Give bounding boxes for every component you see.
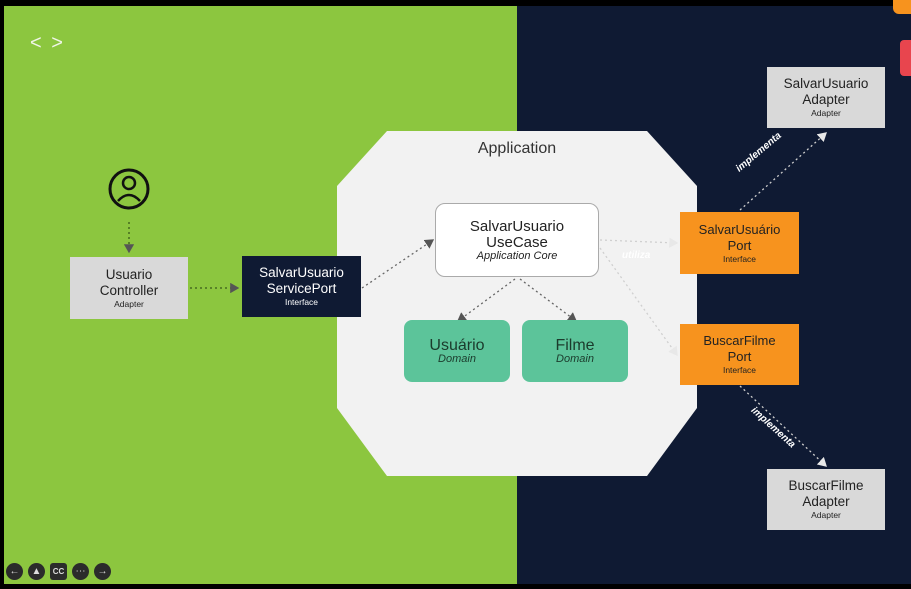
salvar-port-title-1: SalvarUsuário: [698, 221, 781, 237]
arrow-buscarport-to-adapter: [739, 385, 827, 467]
salvar-port-subtitle: Interface: [722, 253, 757, 264]
arrow-salvarport-to-adapter: [739, 132, 827, 211]
label-utiliza: utiliza: [622, 250, 651, 261]
buscar-port-title-2: Port: [727, 349, 752, 364]
buscar-port-box: BuscarFilme Port Interface: [680, 324, 799, 385]
forward-icon[interactable]: →: [94, 563, 111, 580]
buscar-adapter-title-2: Adapter: [802, 494, 850, 509]
buscar-port-subtitle: Interface: [722, 365, 757, 375]
back-icon[interactable]: ←: [6, 563, 23, 580]
salvar-adapter-title-2: Adapter: [802, 92, 850, 107]
more-icon[interactable]: ⋯: [72, 563, 89, 580]
salvar-adapter-title-1: SalvarUsuario: [783, 76, 869, 91]
usuario-domain-title: Usuário: [429, 336, 485, 354]
salvar-adapter-box: SalvarUsuario Adapter Adapter: [767, 67, 885, 128]
salvar-port-box: SalvarUsuário Port Interface: [680, 212, 799, 274]
filme-domain-box: Filme Domain: [522, 320, 628, 382]
decorative-orange-shape: [893, 0, 911, 14]
pointer-icon[interactable]: ▲: [28, 563, 45, 580]
filme-domain-subtitle: Domain: [556, 352, 594, 365]
usuario-domain-subtitle: Domain: [438, 352, 476, 365]
user-icon: [108, 168, 150, 210]
use-case-title-1: SalvarUsuario: [469, 217, 565, 235]
buscar-adapter-title-1: BuscarFilme: [788, 478, 864, 493]
buscar-adapter-subtitle: Adapter: [811, 510, 841, 520]
buscar-adapter-box: BuscarFilme Adapter Adapter: [767, 469, 885, 530]
arrow-serviceport-to-usecase: [361, 239, 435, 289]
buscar-port-title-1: BuscarFilme: [703, 333, 776, 348]
application-label: Application: [477, 140, 557, 157]
service-port-box: SalvarUsuario ServicePort Interface: [242, 256, 361, 317]
decorative-red-shape: [900, 40, 911, 76]
usuario-controller-title-2: Controller: [99, 282, 159, 298]
arrow-usecase-to-buscarport: [599, 247, 678, 357]
use-case-box: SalvarUsuario UseCase Application Core: [435, 203, 599, 277]
salvar-port-title-2: Port: [727, 237, 752, 253]
arrow-usecase-to-filme: [519, 278, 578, 322]
service-port-subtitle: Interface: [284, 297, 319, 307]
filme-domain-title: Filme: [555, 336, 595, 354]
service-port-title-1: SalvarUsuario: [259, 265, 344, 280]
usuario-domain-box: Usuário Domain: [404, 320, 510, 382]
salvar-adapter-subtitle: Adapter: [811, 108, 841, 118]
service-port-title-2: ServicePort: [266, 281, 337, 296]
captions-icon[interactable]: CC: [50, 563, 67, 580]
use-case-title-2: UseCase: [486, 233, 548, 251]
use-case-subtitle: Application Core: [476, 249, 558, 262]
presentation-controls: ← ▲ CC ⋯ →: [6, 563, 111, 580]
code-icon[interactable]: < >: [30, 32, 65, 54]
usuario-controller-subtitle: Adapter: [114, 298, 144, 309]
usuario-controller-title-1: Usuario: [105, 266, 153, 282]
arrow-usecase-to-usuario: [456, 278, 516, 322]
application-hexagon: [337, 131, 697, 476]
usuario-controller-box: Usuario Controller Adapter: [70, 257, 188, 319]
